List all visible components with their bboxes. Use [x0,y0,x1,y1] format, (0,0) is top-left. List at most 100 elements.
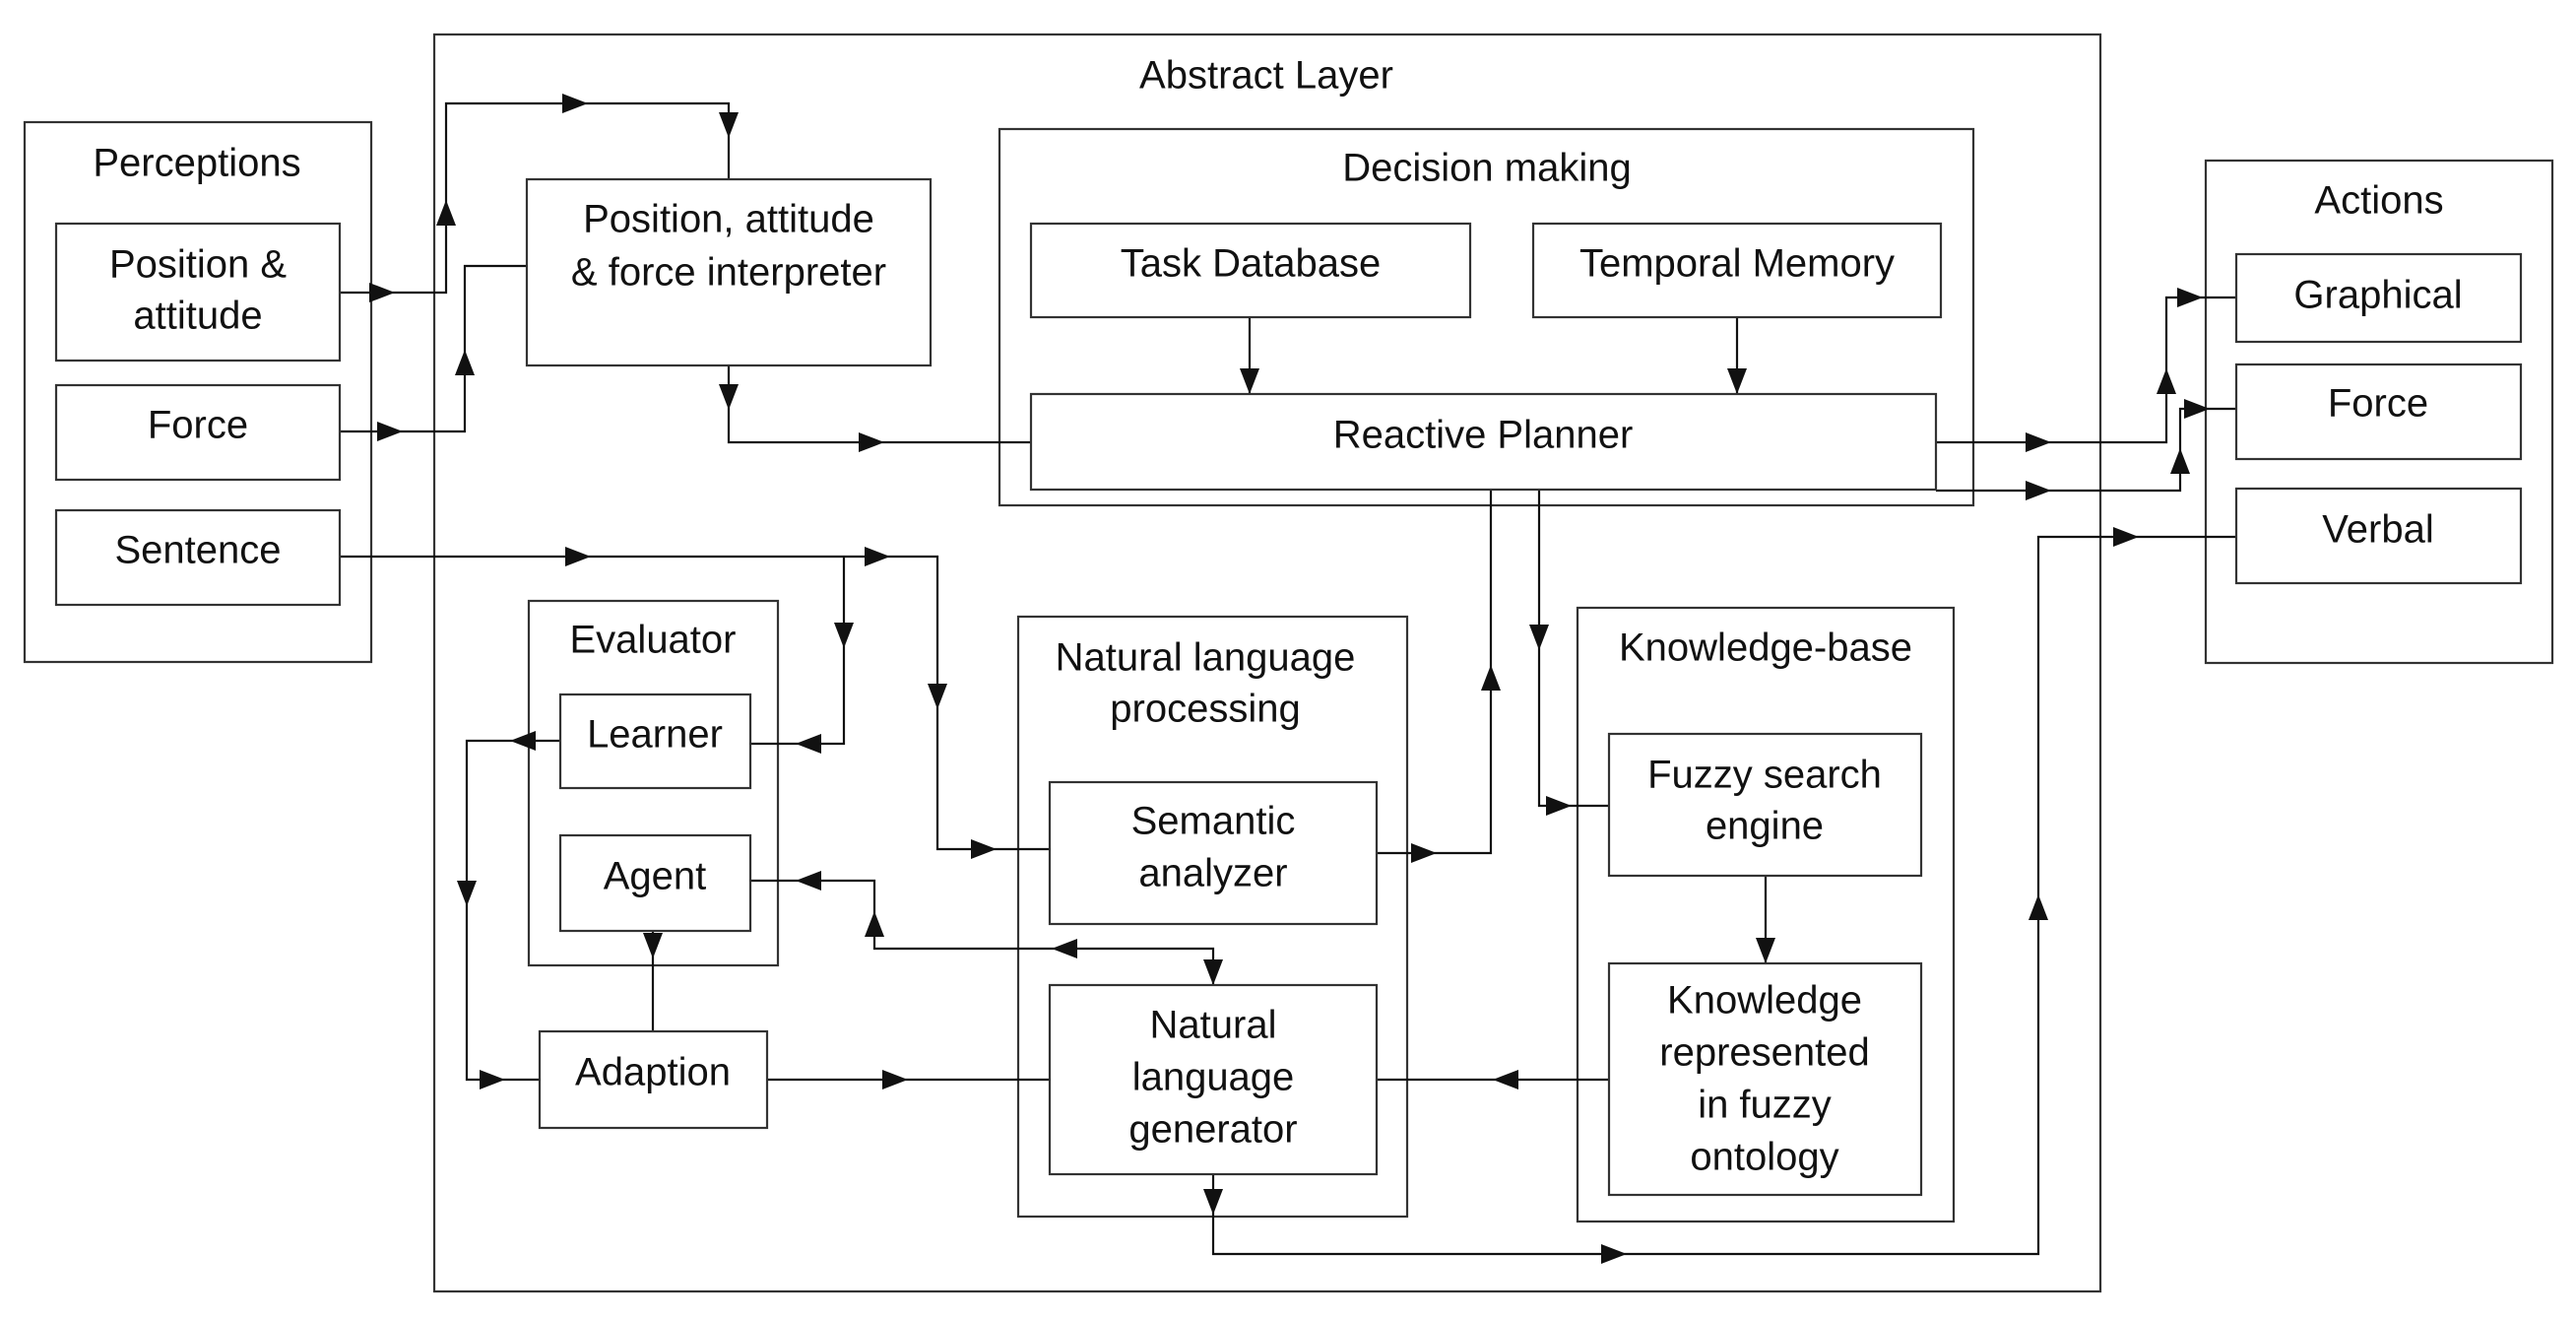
arrowhead [1529,625,1549,650]
learner-to-adaption-loop-wire [465,739,560,1082]
arrowhead [377,422,403,441]
arrowhead [457,881,477,906]
nl-generator-box [1048,983,1379,1176]
decision-making-container [998,127,1975,507]
perceptions-title: Perceptions [93,142,300,185]
arrowhead [1493,1070,1518,1089]
arrowhead [796,871,821,891]
arrowhead [882,1070,908,1089]
perceptions-container [23,120,373,664]
graphical-label: Graphical [2293,274,2462,317]
arrowhead [928,684,947,709]
nl-generator-label-line1: Natural [1150,1004,1277,1047]
arrowhead [859,432,884,452]
planner-to-graphical-wire [1936,296,2236,444]
arrowhead [2026,481,2051,500]
semantic-analyzer-box [1048,780,1379,926]
fuzzy-search-label-line1: Fuzzy search [1647,754,1882,797]
arrowhead [1546,796,1572,816]
evaluator-title: Evaluator [570,619,737,662]
interpreter-label-line1: Position, attitude [583,198,874,241]
interpreter-label-line2: & force interpreter [571,251,886,295]
arrowhead [1052,939,1077,958]
arrowheads [369,94,2210,1264]
semantic-analyzer-label-line2: analyzer [1138,852,1287,895]
verbal-box [2234,487,2523,585]
arrowhead [719,384,739,410]
force-input-label: Force [148,404,248,447]
arrowhead [1481,665,1501,691]
force-output-label: Force [2328,382,2428,426]
arrowhead [2184,399,2210,419]
actions-title: Actions [2314,179,2443,223]
arrowhead [865,911,884,937]
temporal-memory-box [1531,222,1943,319]
arrowhead [719,112,739,138]
arrowhead [834,623,854,648]
arrowhead [562,94,588,113]
adaption-box [538,1029,769,1130]
arrowhead [2029,894,2048,920]
decision-making-title: Decision making [1342,147,1631,190]
agent-box [558,833,752,933]
fuzzy-search-label-line2: engine [1706,805,1824,848]
arrowhead [1756,938,1775,963]
arrowhead [1240,368,1259,394]
task-database-box [1029,222,1472,319]
fuzzy-search-box [1607,732,1923,878]
semantic-analyzer-label-line1: Semantic [1131,800,1296,843]
abstract-layer-container [432,33,2102,1293]
arrowhead [971,839,997,859]
knowledge-ontology-label-line2: represented [1659,1031,1869,1075]
actions-container [2204,159,2554,665]
arrowhead [436,200,456,226]
arrowhead [1727,368,1747,394]
interpreter-to-planner-wire [727,365,1031,444]
reactive-planner-box [1029,392,1938,492]
arrowhead [2157,368,2176,394]
knowledge-base-container [1576,606,1956,1223]
arrowhead [2177,288,2203,307]
arrowhead [2170,448,2190,474]
planner-to-knowledge-wire [1537,486,1609,808]
knowledge-ontology-label-line3: in fuzzy [1698,1084,1832,1127]
force-input-box [54,383,342,482]
arrowhead [1411,843,1437,863]
temporal-memory-label: Temporal Memory [1579,242,1895,286]
force-output-box [2234,363,2523,461]
position-attitude-label-line2: attitude [133,295,262,338]
arrowhead [565,547,591,566]
abstract-layer-title: Abstract Layer [1139,54,1393,98]
learner-box [558,693,752,790]
arrowhead [2026,432,2051,452]
sentence-box [54,508,342,607]
arrowhead [1203,959,1223,985]
planner-to-force-wire [1936,407,2236,493]
nl-generator-label-line3: generator [1128,1108,1297,1152]
position-attitude-box [54,222,342,363]
arrowhead [480,1070,505,1089]
nl-generator-label-line2: language [1132,1056,1295,1099]
verbal-label: Verbal [2322,508,2433,552]
knowledge-ontology-label-line1: Knowledge [1667,979,1862,1023]
graphical-box [2234,252,2523,344]
arrowhead [510,731,536,751]
nlp-title-line2: processing [1110,688,1300,731]
reactive-planner-label: Reactive Planner [1333,414,1634,457]
semantic-to-planner-wire [1377,486,1493,855]
arrowhead [455,350,475,375]
adaption-label: Adaption [575,1051,731,1094]
agent-label: Agent [604,855,707,898]
nlp-title-line1: Natural language [1056,636,1356,680]
arrowhead [2113,527,2139,547]
task-database-label: Task Database [1121,242,1382,286]
learner-label: Learner [587,713,723,757]
arrowhead [796,734,821,754]
interpreter-box [525,177,933,367]
knowledge-ontology-label-line4: ontology [1690,1136,1838,1179]
arrowhead [865,547,890,566]
arrowhead [1203,1189,1223,1215]
sentence-to-learner-wire [750,557,846,746]
arrowhead [369,283,395,302]
